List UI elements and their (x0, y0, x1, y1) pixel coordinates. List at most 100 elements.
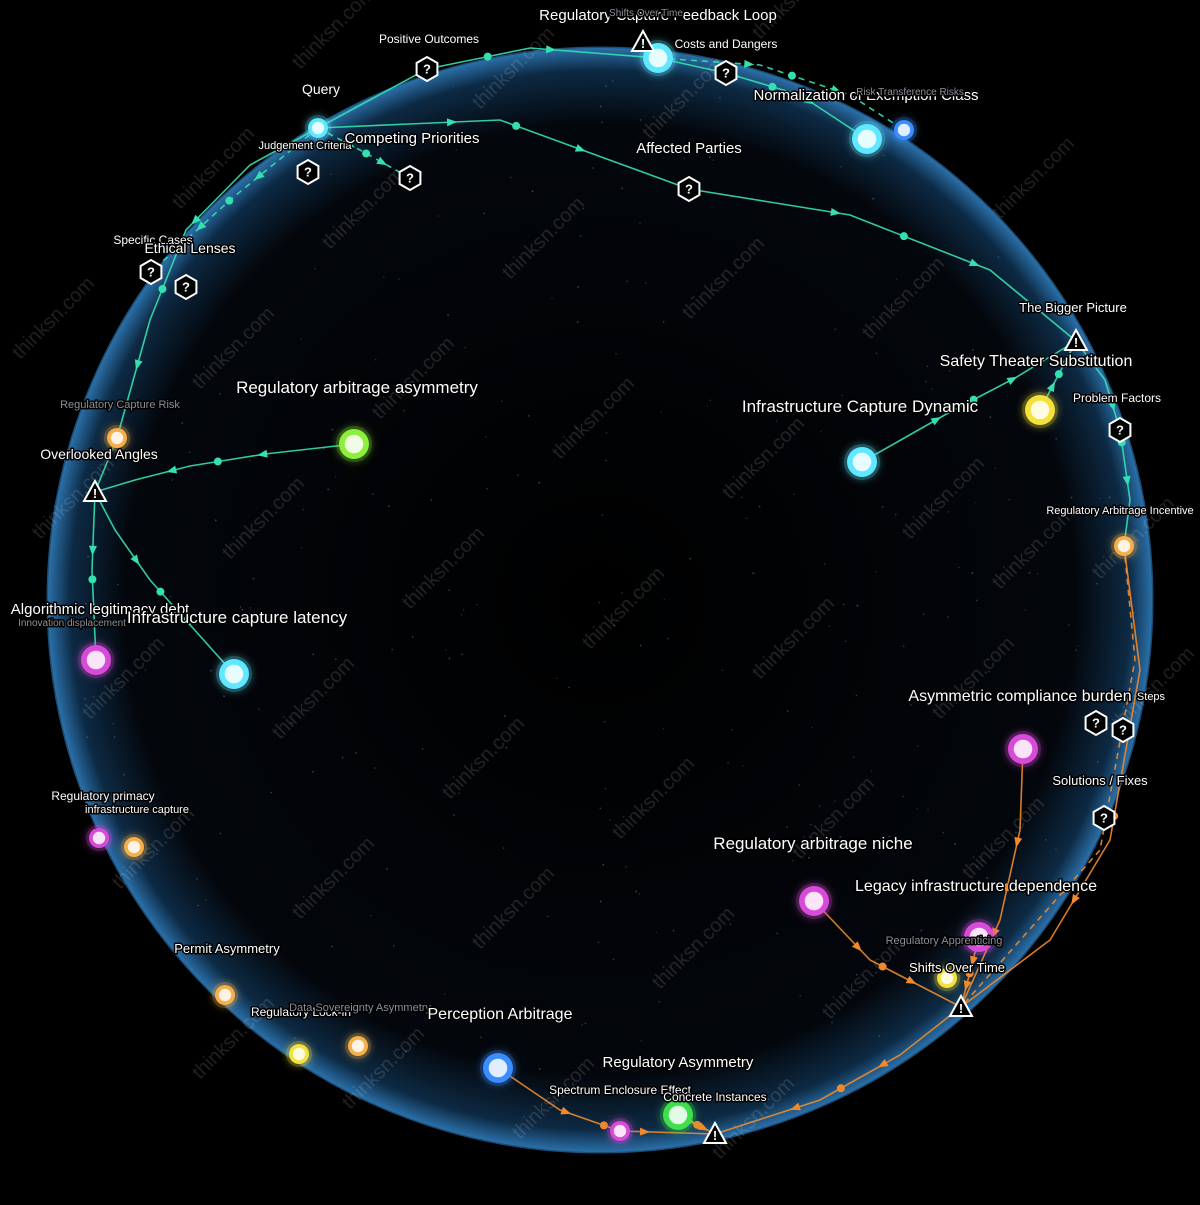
warning-triangle-icon[interactable]: ! (702, 1120, 728, 1144)
star-dot (452, 85, 455, 88)
star-dot (860, 846, 862, 849)
star-dot (568, 686, 570, 689)
x-apprenticing-label: Regulatory Apprenticing (886, 935, 1003, 947)
star-dot (852, 756, 855, 758)
star-dot (437, 215, 440, 217)
question-hex-icon[interactable]: ? (1084, 709, 1108, 737)
n-reg-inc-label: Regulatory Arbitrage Incentive (1046, 505, 1193, 517)
star-dot (839, 836, 842, 838)
question-hex-icon[interactable]: ? (1111, 716, 1135, 744)
warning-triangle-icon[interactable]: ! (82, 478, 108, 502)
star-dot (926, 365, 928, 368)
node-regcap-risk[interactable] (104, 425, 130, 451)
star-dot (667, 637, 669, 640)
svg-text:?: ? (722, 66, 730, 81)
star-dot (345, 134, 348, 137)
node-acb[interactable] (1005, 731, 1041, 767)
warning-triangle-icon[interactable]: ! (948, 993, 974, 1017)
edge-arrow (877, 1059, 889, 1068)
edge-dot (969, 395, 978, 404)
edge-dot (1003, 883, 1012, 892)
star-dot (954, 843, 956, 845)
edge-dot (512, 121, 521, 130)
node-regasym[interactable] (660, 1097, 696, 1133)
star-dot (878, 1035, 881, 1037)
node-safety[interactable] (1022, 392, 1058, 428)
w-top-label: Shifts Over Time (609, 8, 683, 19)
graph-edge (91, 491, 97, 661)
star-dot (742, 765, 744, 767)
node-alg[interactable] (78, 642, 114, 678)
graph-edge (317, 127, 411, 179)
star-dot (691, 297, 693, 300)
star-dot (599, 807, 602, 810)
edge-arrow (963, 980, 972, 991)
edge-arrow (191, 214, 202, 225)
question-hex-icon[interactable]: ? (398, 164, 422, 192)
star-dot (627, 1057, 630, 1059)
star-dot (786, 826, 789, 828)
star-dot (811, 726, 814, 729)
node-perception[interactable] (480, 1050, 516, 1086)
star-dot (855, 973, 858, 976)
star-dot (894, 513, 897, 516)
node-norm-blue[interactable] (891, 117, 917, 143)
star-dot (974, 501, 976, 504)
question-hex-icon[interactable]: ? (174, 273, 198, 301)
node-infra-dyn[interactable] (844, 444, 880, 480)
node-infra-lat[interactable] (216, 656, 252, 692)
star-dot (888, 835, 890, 838)
star-dot (925, 380, 927, 383)
node-reg-inc[interactable] (1111, 533, 1137, 559)
node-shifts[interactable] (934, 965, 960, 991)
edge-arrow (89, 604, 98, 615)
star-dot (662, 321, 665, 323)
node-arbitrage-asym[interactable] (336, 426, 372, 462)
star-dot (579, 234, 582, 237)
node-primacy[interactable] (86, 825, 112, 851)
question-hex-icon[interactable]: ? (139, 258, 163, 286)
star-dot (455, 149, 458, 151)
node-niche[interactable] (796, 883, 832, 919)
star-dot (672, 929, 675, 932)
node-permit[interactable] (212, 982, 238, 1008)
question-hex-icon[interactable]: ? (714, 59, 738, 87)
edge-dot (965, 969, 974, 978)
question-hex-icon[interactable]: ? (415, 55, 439, 83)
node-lockin[interactable] (286, 1041, 312, 1067)
node-datasov[interactable] (345, 1033, 371, 1059)
question-hex-icon[interactable]: ? (677, 175, 701, 203)
question-hex-icon[interactable]: ? (296, 158, 320, 186)
graph-edge (960, 545, 1141, 1008)
star-dot (249, 607, 252, 609)
edge-arrow (257, 449, 268, 458)
star-dot (386, 868, 388, 870)
node-norm[interactable] (849, 121, 885, 157)
star-dot (786, 710, 789, 712)
star-dot (398, 278, 400, 281)
graph-edge (657, 57, 868, 140)
question-hex-icon[interactable]: ? (1092, 804, 1116, 832)
sphere-edge (46, 46, 1154, 1154)
star-dot (197, 904, 199, 907)
star-dot (370, 914, 372, 917)
star-dot (712, 159, 715, 161)
star-dot (86, 736, 88, 738)
edge-arrow (930, 417, 942, 426)
edge-arrow (88, 545, 97, 556)
node-spectrum[interactable] (607, 1118, 633, 1144)
question-hex-icon[interactable]: ? (1108, 416, 1132, 444)
node-infra-cap[interactable] (121, 834, 147, 860)
graph-edge (317, 119, 690, 190)
star-dot (1070, 496, 1073, 499)
star-dot (500, 400, 503, 403)
warning-triangle-icon[interactable]: ! (630, 28, 656, 52)
node-query[interactable] (305, 115, 331, 141)
star-dot (391, 648, 393, 651)
graph-edge (317, 47, 659, 129)
warning-triangle-icon[interactable]: ! (1063, 327, 1089, 351)
node-legacy[interactable] (961, 919, 997, 955)
svg-text:?: ? (1092, 716, 1100, 731)
